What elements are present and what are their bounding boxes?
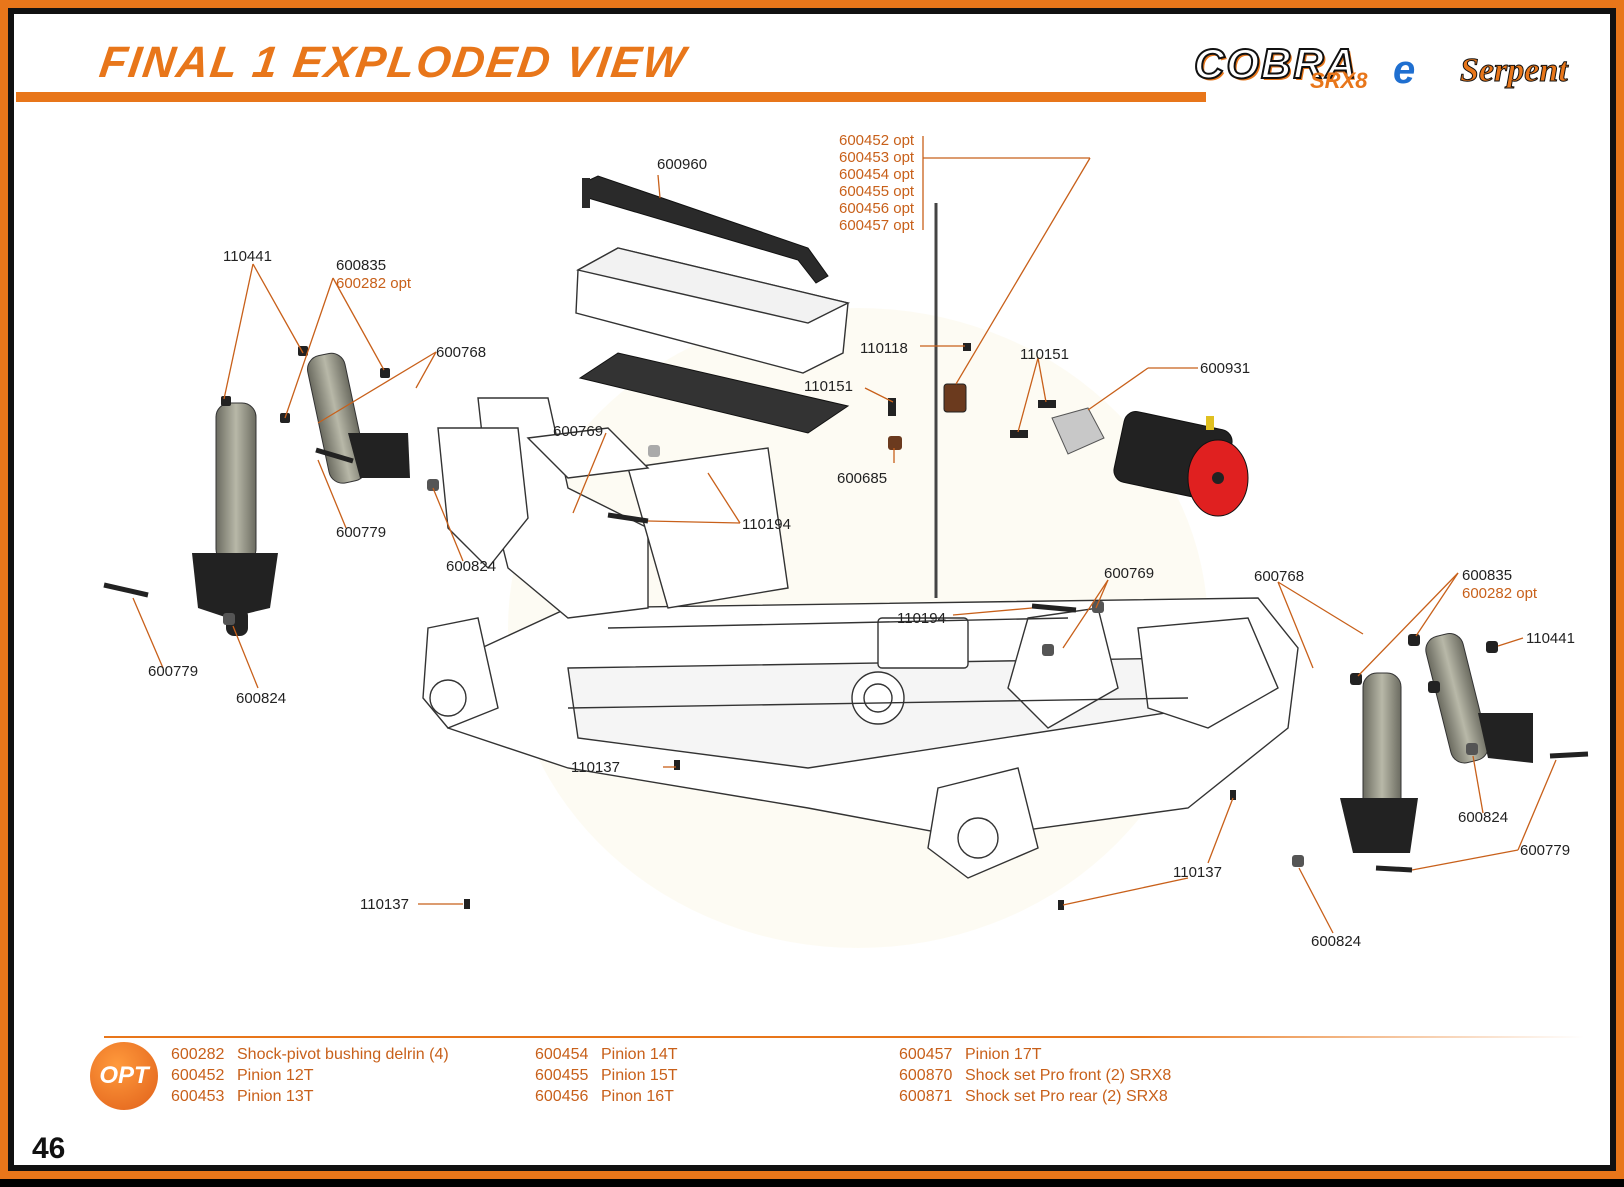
option-row: 600456 Pinon 16T <box>535 1086 678 1107</box>
motor-mount <box>1051 407 1105 455</box>
option-code: 600282 <box>171 1046 225 1063</box>
label-600685: 600685 <box>837 470 888 487</box>
label-600456-opt: 600456 opt <box>839 200 915 217</box>
serpent-logo: Serpent <box>1460 52 1569 90</box>
option-desc: Pinon 16T <box>601 1088 674 1105</box>
label-600779-left-rear: 600779 <box>336 524 387 541</box>
label-110151-right: 110151 <box>1020 346 1069 363</box>
page-number: 46 <box>32 1132 66 1165</box>
label-600452-opt: 600452 opt <box>839 132 915 149</box>
label-110118: 110118 <box>860 340 908 357</box>
option-desc: Pinion 12T <box>237 1067 314 1084</box>
option-row: 600452 Pinion 12T <box>171 1065 449 1086</box>
pinion-gear <box>943 383 967 413</box>
shock-rear-right <box>1425 633 1533 764</box>
option-row: 600455 Pinion 15T <box>535 1065 678 1086</box>
shock-front-right <box>1340 672 1418 853</box>
motor <box>1113 411 1249 517</box>
label-600282-opt-left: 600282 opt <box>336 275 412 292</box>
options-column-3: 600457 Pinion 17T 600870 Shock set Pro fro… <box>899 1044 1171 1107</box>
option-code: 600452 <box>171 1067 225 1084</box>
label-110137-bottom-right: 110137 <box>1173 864 1222 881</box>
option-code: 600457 <box>899 1046 953 1063</box>
label-600779-left-front: 600779 <box>148 663 199 680</box>
label-110194-left: 110194 <box>742 516 791 533</box>
e-logo: e <box>1393 48 1416 92</box>
label-600931: 600931 <box>1200 360 1251 377</box>
option-row: 600453 Pinion 13T <box>171 1086 449 1107</box>
label-110137-center: 110137 <box>571 759 620 776</box>
label-600824-left-rear: 600824 <box>446 558 497 575</box>
option-desc: Pinion 14T <box>601 1046 678 1063</box>
option-desc: Shock set Pro rear (2) SRX8 <box>965 1088 1168 1105</box>
option-desc: Pinion 13T <box>237 1088 314 1105</box>
label-600768-left: 600768 <box>436 344 487 361</box>
option-row: 600871 Shock set Pro rear (2) SRX8 <box>899 1086 1171 1107</box>
srx8-logo: SRX8 <box>1310 68 1368 93</box>
option-desc: Shock-pivot bushing delrin (4) <box>237 1046 449 1063</box>
label-110441-left: 110441 <box>223 248 272 265</box>
label-600454-opt: 600454 opt <box>839 166 915 183</box>
label-600769-left: 600769 <box>553 423 604 440</box>
label-600779-right: 600779 <box>1520 842 1571 859</box>
opt-badge: OPT <box>90 1042 158 1110</box>
label-110194-right: 110194 <box>897 610 946 627</box>
options-divider <box>104 1036 1584 1038</box>
battery <box>575 247 851 374</box>
options-column-1: 600282 Shock-pivot bushing delrin (4) 600… <box>171 1044 449 1107</box>
option-row: 600454 Pinion 14T <box>535 1044 678 1065</box>
option-code: 600455 <box>535 1067 589 1084</box>
exploded-view-diagram <box>103 136 1589 934</box>
cobra-logo: COBRA <box>1193 39 1358 88</box>
label-600824-right-front: 600824 <box>1311 933 1362 950</box>
label-600835-left: 600835 <box>336 257 387 274</box>
label-600824-left-front: 600824 <box>236 690 287 707</box>
label-110151-left: 110151 <box>804 378 853 395</box>
leader-lines <box>132 136 1557 934</box>
label-600835-right: 600835 <box>1462 567 1513 584</box>
option-code: 600870 <box>899 1067 953 1084</box>
option-desc: Pinion 17T <box>965 1046 1042 1063</box>
label-110137-bottom-left: 110137 <box>360 896 409 913</box>
label-600453-opt: 600453 opt <box>839 149 915 166</box>
label-600457-opt: 600457 opt <box>839 217 915 234</box>
label-600824-right-rear: 600824 <box>1458 809 1509 826</box>
label-600455-opt: 600455 opt <box>839 183 915 200</box>
option-desc: Shock set Pro front (2) SRX8 <box>965 1067 1172 1084</box>
battery-strap <box>582 175 829 284</box>
option-code: 600871 <box>899 1088 953 1105</box>
option-row: 600457 Pinion 17T <box>899 1044 1171 1065</box>
option-code: 600454 <box>535 1046 589 1063</box>
option-row: 600282 Shock-pivot bushing delrin (4) <box>171 1044 449 1065</box>
option-code: 600456 <box>535 1088 589 1105</box>
label-110441-right: 110441 <box>1526 630 1575 647</box>
label-600768-right: 600768 <box>1254 568 1305 585</box>
chassis <box>422 397 1299 879</box>
option-code: 600453 <box>171 1088 225 1105</box>
option-desc: Pinion 15T <box>601 1067 678 1084</box>
shock-front-left <box>192 402 278 636</box>
option-row: 600870 Shock set Pro front (2) SRX8 <box>899 1065 1171 1086</box>
title-underline <box>16 92 1206 102</box>
label-600960: 600960 <box>657 156 708 173</box>
options-column-2: 600454 Pinion 14T 600455 Pinion 15T 600456… <box>535 1044 678 1107</box>
label-600282-opt-right: 600282 opt <box>1462 585 1538 602</box>
label-600769-right: 600769 <box>1104 565 1155 582</box>
battery-pad <box>578 352 850 434</box>
